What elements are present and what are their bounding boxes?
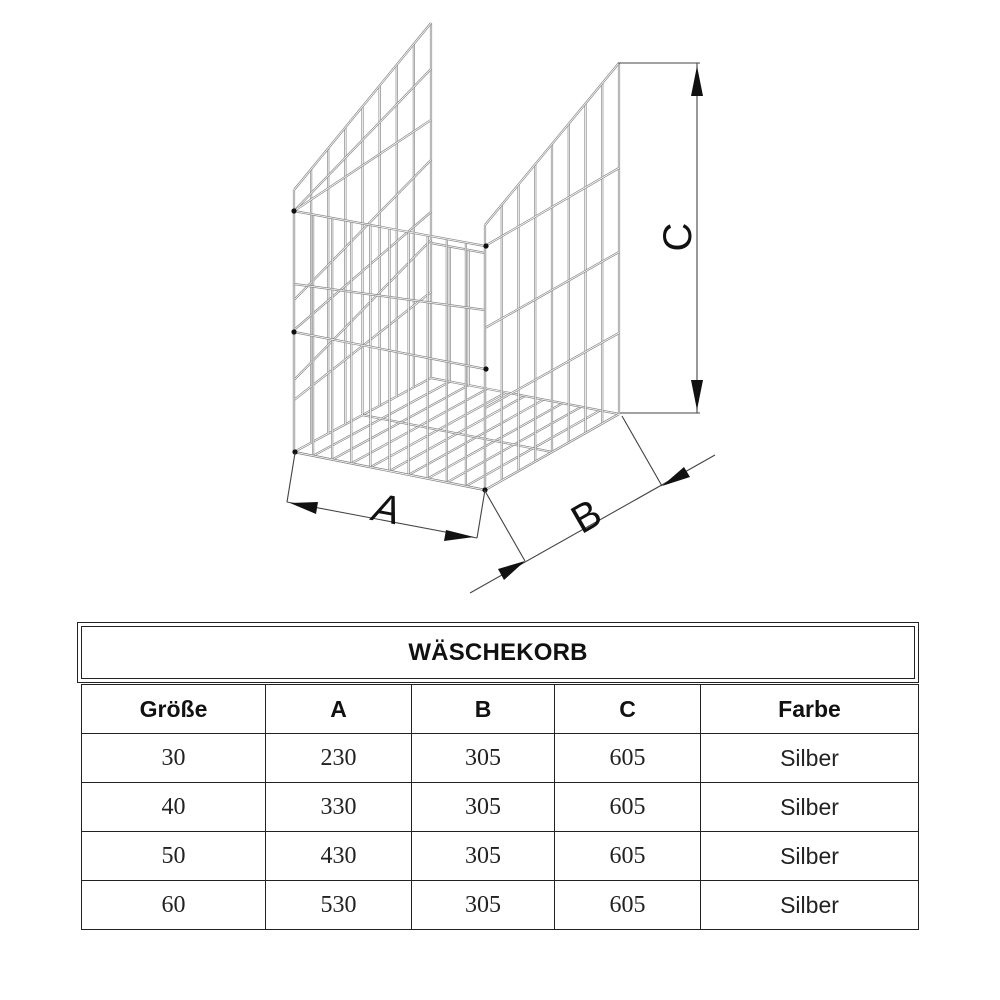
cell-color: Silber bbox=[700, 782, 919, 832]
cell-a: 530 bbox=[265, 880, 412, 930]
cell-size: 40 bbox=[81, 782, 266, 832]
arrow-up-icon bbox=[691, 66, 703, 96]
header-size: Größe bbox=[81, 684, 266, 734]
cell-a: 430 bbox=[265, 831, 412, 881]
cell-color: Silber bbox=[700, 733, 919, 783]
cell-b: 305 bbox=[411, 880, 555, 930]
size-table: Größe A B C Farbe 30 230 305 605 Silber … bbox=[81, 684, 919, 930]
dimension-label-c: C bbox=[656, 223, 700, 252]
arrow-right-icon bbox=[444, 530, 474, 541]
arrow-left-icon bbox=[290, 502, 318, 514]
cell-a: 230 bbox=[265, 733, 412, 783]
arrow-b-lower-icon bbox=[498, 561, 525, 580]
dimension-label-b: B bbox=[564, 491, 609, 542]
table-header-row: Größe A B C Farbe bbox=[81, 684, 919, 734]
cell-c: 605 bbox=[554, 831, 701, 881]
wire-basket-drawing: C A B bbox=[286, 22, 716, 594]
cell-size: 60 bbox=[81, 880, 266, 930]
cell-color: Silber bbox=[700, 880, 919, 930]
basket-wireframe bbox=[291, 22, 621, 493]
cell-size: 50 bbox=[81, 831, 266, 881]
arrow-down-icon bbox=[691, 380, 703, 410]
table-title-box: WÄSCHEKORB bbox=[77, 622, 919, 683]
header-a: A bbox=[265, 684, 412, 734]
cell-color: Silber bbox=[700, 831, 919, 881]
arrow-b-upper-icon bbox=[662, 467, 690, 486]
table-row: 50 430 305 605 Silber bbox=[81, 831, 919, 881]
dimension-lines bbox=[286, 62, 716, 594]
cell-a: 330 bbox=[265, 782, 412, 832]
cell-b: 305 bbox=[411, 782, 555, 832]
dimension-label-a: A bbox=[365, 485, 409, 533]
header-c: C bbox=[554, 684, 701, 734]
cell-c: 605 bbox=[554, 782, 701, 832]
cell-size: 30 bbox=[81, 733, 266, 783]
cell-b: 305 bbox=[411, 733, 555, 783]
header-b: B bbox=[411, 684, 555, 734]
table-row: 40 330 305 605 Silber bbox=[81, 782, 919, 832]
cell-c: 605 bbox=[554, 880, 701, 930]
table-title: WÄSCHEKORB bbox=[408, 638, 588, 666]
table-row: 30 230 305 605 Silber bbox=[81, 733, 919, 783]
header-color: Farbe bbox=[700, 684, 919, 734]
table-row: 60 530 305 605 Silber bbox=[81, 880, 919, 930]
cell-b: 305 bbox=[411, 831, 555, 881]
cell-c: 605 bbox=[554, 733, 701, 783]
